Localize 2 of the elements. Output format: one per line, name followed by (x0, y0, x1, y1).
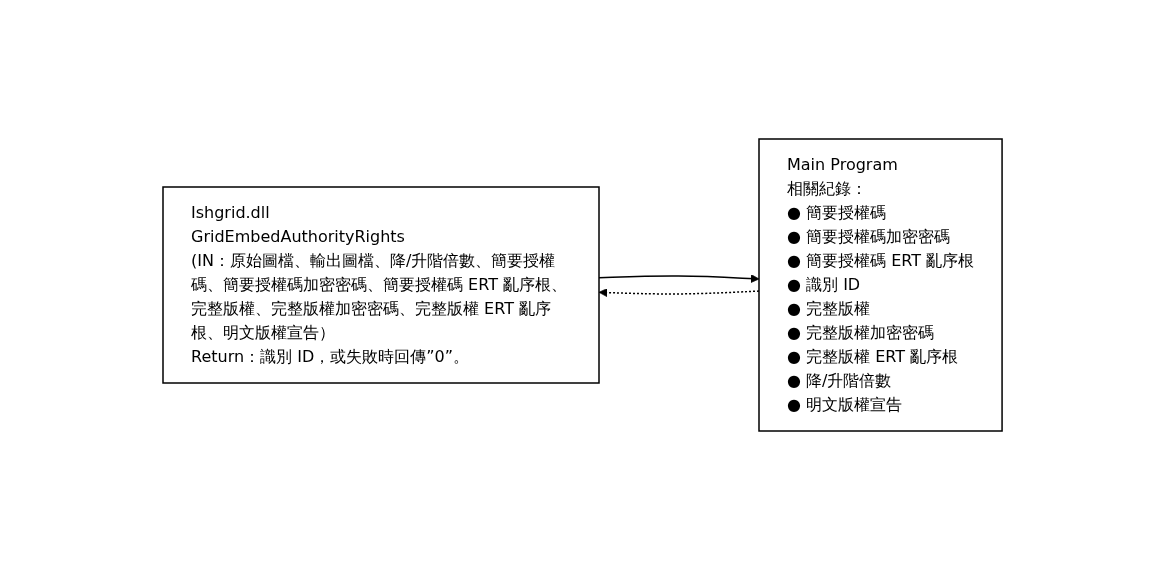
node-box: Main Program 相關紀錄： ● 簡要授權碼 ● 簡要授權碼加密密碼 ● 簡要授權碼 ERT 亂序根 ● 識別 ID ● 完整版權 ● 完整版權加密密碼 ● 完整版權 ERT 亂序根 ● 降/升階倍數 ● 明文版權宣告 (758, 138, 1003, 432)
node-box: Ishgrid.dll GridEmbedAuthorityRights (IN：原始圖檔、輸出圖檔、降/升階倍數、簡要授權碼、簡要授權碼加密密碼、簡要授權碼 ERT 亂序根、完整版權、完整版權加密密碼、完整版權 ERT 亂序根、明文版權宣告） Return：識別 ID，或失敗時回傳”0”。 (162, 186, 600, 384)
